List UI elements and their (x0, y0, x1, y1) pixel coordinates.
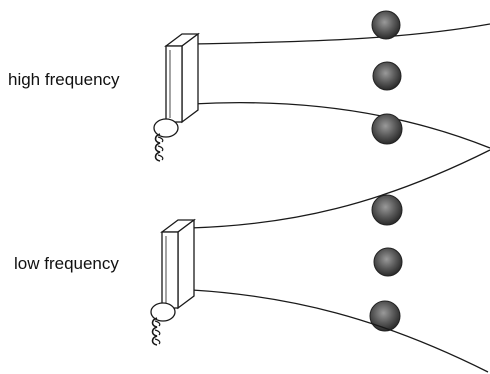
target-dot (373, 247, 403, 277)
target-dot (371, 194, 403, 226)
target-dot (371, 113, 403, 145)
transducer-plate-high (164, 32, 200, 124)
target-dot (369, 300, 401, 332)
target-dot (371, 10, 401, 40)
beam-upper-line-high (189, 23, 490, 45)
low-frequency-label: low frequency (14, 254, 119, 273)
beam-upper-line-low (189, 149, 490, 229)
cable-connector-high (153, 118, 179, 162)
target-dot (372, 61, 402, 91)
high-frequency-panel (153, 10, 490, 162)
beam-lower-line-high (191, 102, 490, 149)
transducer-plate-low (160, 218, 196, 310)
low-frequency-panel (150, 149, 490, 373)
beam-lower-line-low (191, 289, 489, 373)
high-frequency-label: high frequency (8, 70, 120, 89)
cable-connector-low (150, 302, 176, 346)
